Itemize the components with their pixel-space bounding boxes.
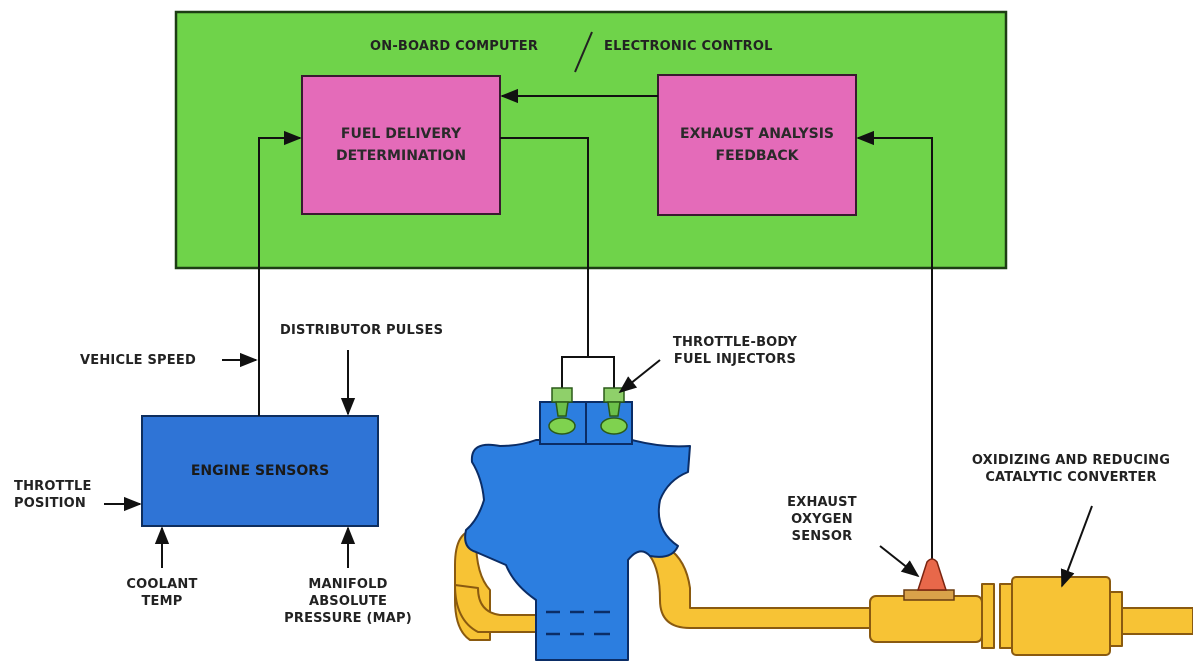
engine-dashes [546,610,610,636]
engine-sensors-box [141,415,379,527]
throttle-position-label: THROTTLE POSITION [14,478,92,512]
oxygen-sensor [916,558,948,591]
oxygen-sensor-line-3: SENSOR [791,529,853,544]
oxygen-sensor-label: EXHAUST OXYGEN SENSOR [772,494,872,545]
catalytic-converter-line-2: CATALYTIC CONVERTER [985,470,1157,485]
map-line-2: ABSOLUTE [308,594,388,609]
engine-block [464,439,691,661]
fuel-delivery-line-2: DETERMINATION [335,148,467,164]
throttle-position-line-1: THROTTLE [14,479,92,494]
coolant-temp-label: COOLANT TEMP [112,576,212,610]
computer-panel [174,10,1008,270]
fuel-delivery-label: FUEL DELIVERY DETERMINATION [302,76,500,214]
vehicle-speed-label: VEHICLE SPEED [80,353,196,368]
catalytic-converter-label: OXIDIZING AND REDUCING CATALYTIC CONVERT… [955,452,1187,486]
computer-to-injectors-line [500,137,589,357]
converter-pointer-arrow [1060,505,1093,588]
coolant-temp-line-2: TEMP [141,594,183,609]
injector-pointer-arrow [618,359,661,394]
injectors-line-1: THROTTLE-BODY [672,335,798,350]
fuel-delivery-line-1: FUEL DELIVERY [340,126,462,142]
injector-split-line [561,356,615,392]
map-line-3: PRESSURE (MAP) [284,611,412,626]
exhaust-feedback-box [657,74,857,216]
injectors-label: THROTTLE-BODY FUEL INJECTORS [640,334,830,368]
throttle-position-line-2: POSITION [14,496,87,511]
oxygen-sensor-pointer-arrow [879,545,920,578]
oxygen-sensor-base [903,589,955,601]
exhaust-pipe [454,529,1193,656]
computer-title-left: ON-BOARD COMPUTER [370,39,539,54]
map-label: MANIFOLD ABSOLUTE PRESSURE (MAP) [268,576,428,627]
coolant-temp-line-1: COOLANT [126,577,198,592]
engine-sensors-label: ENGINE SENSORS [190,463,330,479]
catalytic-converter-line-1: OXIDIZING AND REDUCING [971,453,1171,468]
map-line-1: MANIFOLD [308,577,388,592]
injectors-line-2: FUEL INJECTORS [673,352,797,367]
sensors-to-computer-line [258,130,302,416]
title-slash [574,31,593,73]
oxygen-sensor-line-2: OXYGEN [791,512,853,527]
fuel-injector-left [548,387,576,435]
oxygen-to-computer-line [856,130,933,560]
fuel-injector-right [600,387,628,435]
oxygen-sensor-line-1: EXHAUST [787,495,857,510]
computer-title-right: ELECTRONIC CONTROL [604,39,773,54]
exhaust-feedback-line-1: EXHAUST ANALYSIS [680,126,834,142]
distributor-pulses-label: DISTRIBUTOR PULSES [280,323,444,338]
fuel-delivery-box [301,75,501,215]
exhaust-feedback-line-2: FEEDBACK [715,148,799,164]
exhaust-feedback-label: EXHAUST ANALYSIS FEEDBACK [658,75,856,215]
